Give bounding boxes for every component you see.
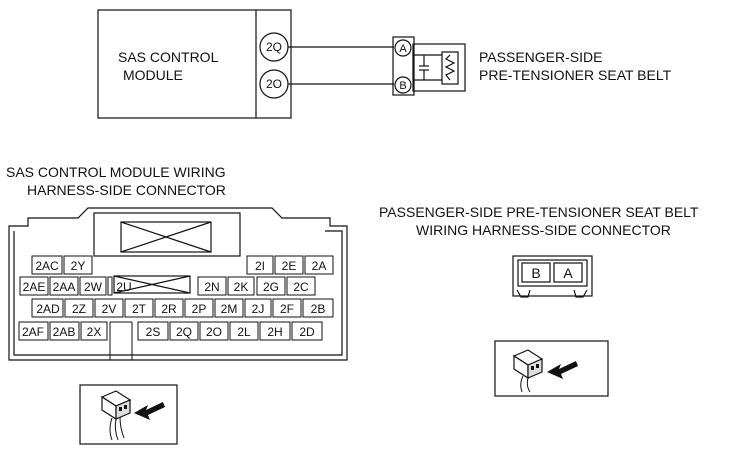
sas-pin-2j: 2J xyxy=(252,302,265,316)
module-pin-2q: 2Q xyxy=(266,40,282,54)
sas-connector-pin-cells xyxy=(18,255,334,360)
sas-pin-2d: 2D xyxy=(299,325,315,339)
sas-pin-2p: 2P xyxy=(192,302,207,316)
module-pin-2o: 2O xyxy=(266,77,282,91)
sas-pin-2ad: 2AD xyxy=(36,302,60,316)
view-direction-icon xyxy=(79,384,178,445)
sas-pin-2f: 2F xyxy=(280,302,294,316)
sas-pin-2u: 2U xyxy=(116,280,131,294)
pretensioner-element-symbol xyxy=(412,43,466,92)
seatbelt-pin-b: B xyxy=(399,80,406,92)
sas-pin-2z: 2Z xyxy=(72,302,86,316)
view-direction-icon xyxy=(494,340,609,397)
module-name-line1: SAS CONTROL xyxy=(118,49,219,65)
sas-pin-2y: 2Y xyxy=(71,259,86,273)
seatbelt-connector-pin-b: B xyxy=(531,265,540,281)
sas-pin-2t: 2T xyxy=(132,302,147,316)
seatbelt-connector-housing xyxy=(512,255,593,298)
seatbelt-label-line1: PASSENGER-SIDE xyxy=(479,49,602,65)
sas-pin-2af: 2AF xyxy=(22,325,44,339)
sas-pin-2o: 2O xyxy=(206,325,222,339)
sas-pin-2a: 2A xyxy=(312,259,327,273)
seatbelt-connector-pin-a: A xyxy=(563,265,573,281)
sas-pin-2ae: 2AE xyxy=(23,280,46,294)
sas-pin-2i: 2I xyxy=(255,259,265,273)
sas-pin-2b: 2B xyxy=(311,302,326,316)
module-name-line2: MODULE xyxy=(123,67,183,83)
sas-pin-2q: 2Q xyxy=(176,325,192,339)
seatbelt-pin-a: A xyxy=(399,43,407,55)
sas-pin-2l: 2L xyxy=(237,325,251,339)
sas-connector-housing xyxy=(8,207,348,361)
sas-pin-2aa: 2AA xyxy=(53,280,76,294)
sas-pin-2r: 2R xyxy=(161,302,177,316)
seatbelt-connector-title-line1: PASSENGER-SIDE PRE-TENSIONER SEAT BELT xyxy=(379,204,699,220)
seatbelt-label-line2: PRE-TENSIONER SEAT BELT xyxy=(479,67,672,83)
sas-control-module-box xyxy=(97,9,292,119)
sas-pin-2ac: 2AC xyxy=(35,259,59,273)
sas-pin-2ab: 2AB xyxy=(53,325,76,339)
sas-pin-2v: 2V xyxy=(102,302,117,316)
circuit-wires xyxy=(288,46,394,85)
sas-pin-2h: 2H xyxy=(267,325,282,339)
sas-connector-title-line2: HARNESS-SIDE CONNECTOR xyxy=(27,182,226,198)
seatbelt-connector-title-line2: WIRING HARNESS-SIDE CONNECTOR xyxy=(416,222,671,238)
sas-pin-2n: 2N xyxy=(204,280,219,294)
sas-pin-2s: 2S xyxy=(146,325,161,339)
sas-pin-2m: 2M xyxy=(221,302,238,316)
sas-pin-2e: 2E xyxy=(282,259,297,273)
sas-pin-2k: 2K xyxy=(234,280,249,294)
sas-pin-2x: 2X xyxy=(87,325,102,339)
sas-pin-2g: 2G xyxy=(263,280,279,294)
sas-pin-2c: 2C xyxy=(293,280,309,294)
sas-connector-title-line1: SAS CONTROL MODULE WIRING xyxy=(6,164,226,180)
sas-pin-2w: 2W xyxy=(84,280,103,294)
